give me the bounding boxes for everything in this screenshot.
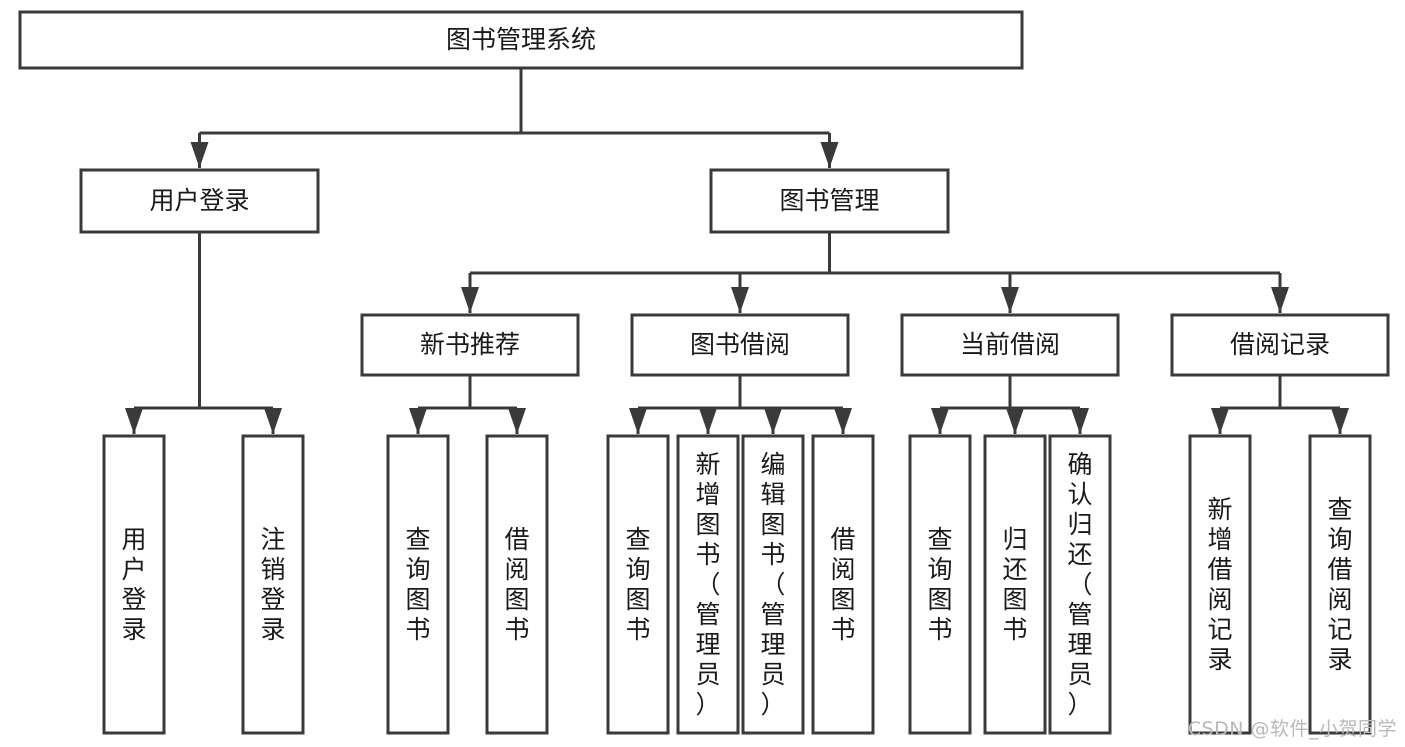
node-leaf-query-book-1-label: 查询图书: [405, 525, 430, 644]
node-leaf-return-book[interactable]: 归还图书: [983, 434, 1047, 735]
node-leaf-borrow-book-2-label: 借阅图书: [830, 525, 855, 644]
node-borrow-record[interactable]: 借阅记录: [1170, 313, 1390, 377]
node-leaf-add-book[interactable]: 新增图书（管理员）: [676, 434, 740, 735]
node-leaf-user-login-label: 用户登录: [121, 525, 146, 644]
node-leaf-edit-book-box[interactable]: [741, 434, 805, 735]
node-leaf-query-book-1[interactable]: 查询图书: [386, 434, 450, 735]
node-leaf-confirm-return[interactable]: 确认归还（管理员）: [1048, 434, 1112, 735]
node-leaf-borrow-book-1[interactable]: 借阅图书: [485, 434, 549, 735]
node-root-root[interactable]: 图书管理系统: [18, 10, 1024, 70]
node-root-root-box[interactable]: [18, 10, 1024, 70]
node-current-borrow-box[interactable]: [900, 313, 1120, 377]
node-leaf-edit-book[interactable]: 编辑图书（管理员）: [741, 434, 805, 735]
node-leaf-add-record[interactable]: 新增借阅记录: [1188, 434, 1252, 735]
node-leaf-add-book-label: 新增图书（管理员）: [695, 450, 720, 719]
node-leaf-user-logout-label: 注销登录: [260, 525, 285, 644]
node-user-login-box[interactable]: [79, 168, 320, 234]
node-user-login[interactable]: 用户登录: [79, 168, 320, 234]
node-leaf-query-record[interactable]: 查询借阅记录: [1308, 434, 1372, 735]
node-leaf-borrow-book-2-box[interactable]: [811, 434, 875, 735]
node-leaf-return-book-label: 归还图书: [1002, 525, 1027, 644]
edges-layer: [125, 68, 1349, 434]
node-leaf-query-book-2[interactable]: 查询图书: [606, 434, 670, 735]
node-leaf-user-logout[interactable]: 注销登录: [241, 434, 305, 735]
node-leaf-query-book-3-label: 查询图书: [927, 525, 952, 644]
node-book-borrow-label: 图书借阅: [690, 330, 790, 359]
node-borrow-record-label: 借阅记录: [1230, 330, 1330, 359]
node-leaf-query-book-2-label: 查询图书: [625, 525, 650, 644]
watermark-text: CSDN @软件_小贺同学: [1187, 718, 1397, 740]
node-user-login-label: 用户登录: [149, 186, 249, 215]
node-leaf-add-book-box[interactable]: [676, 434, 740, 735]
node-root-root-label: 图书管理系统: [446, 25, 596, 54]
node-new-book-recommend[interactable]: 新书推荐: [360, 313, 580, 377]
node-book-manage[interactable]: 图书管理: [709, 168, 950, 234]
node-current-borrow-label: 当前借阅: [960, 330, 1060, 359]
node-current-borrow[interactable]: 当前借阅: [900, 313, 1120, 377]
nodes-layer: 图书管理系统用户登录图书管理新书推荐图书借阅当前借阅借阅记录用户登录注销登录查询…: [18, 10, 1390, 735]
node-leaf-confirm-return-box[interactable]: [1048, 434, 1112, 735]
node-leaf-query-book-2-box[interactable]: [606, 434, 670, 735]
node-leaf-query-book-1-box[interactable]: [386, 434, 450, 735]
node-borrow-record-box[interactable]: [1170, 313, 1390, 377]
node-leaf-return-book-box[interactable]: [983, 434, 1047, 735]
node-new-book-recommend-label: 新书推荐: [420, 330, 520, 359]
node-book-borrow[interactable]: 图书借阅: [630, 313, 850, 377]
node-leaf-query-record-label: 查询借阅记录: [1327, 495, 1352, 674]
node-book-borrow-box[interactable]: [630, 313, 850, 377]
node-new-book-recommend-box[interactable]: [360, 313, 580, 377]
node-leaf-borrow-book-2[interactable]: 借阅图书: [811, 434, 875, 735]
node-leaf-query-record-box[interactable]: [1308, 434, 1372, 735]
node-leaf-borrow-book-1-box[interactable]: [485, 434, 549, 735]
node-leaf-user-login[interactable]: 用户登录: [102, 434, 166, 735]
node-leaf-user-login-box[interactable]: [102, 434, 166, 735]
node-book-manage-box[interactable]: [709, 168, 950, 234]
node-leaf-add-record-label: 新增借阅记录: [1207, 495, 1232, 674]
node-leaf-confirm-return-label: 确认归还（管理员）: [1067, 450, 1092, 719]
node-leaf-query-book-3-box[interactable]: [908, 434, 972, 735]
node-book-manage-label: 图书管理: [779, 186, 879, 215]
node-leaf-edit-book-label: 编辑图书（管理员）: [760, 450, 785, 719]
node-leaf-borrow-book-1-label: 借阅图书: [504, 525, 529, 644]
node-leaf-add-record-box[interactable]: [1188, 434, 1252, 735]
node-leaf-query-book-3[interactable]: 查询图书: [908, 434, 972, 735]
node-leaf-user-logout-box[interactable]: [241, 434, 305, 735]
